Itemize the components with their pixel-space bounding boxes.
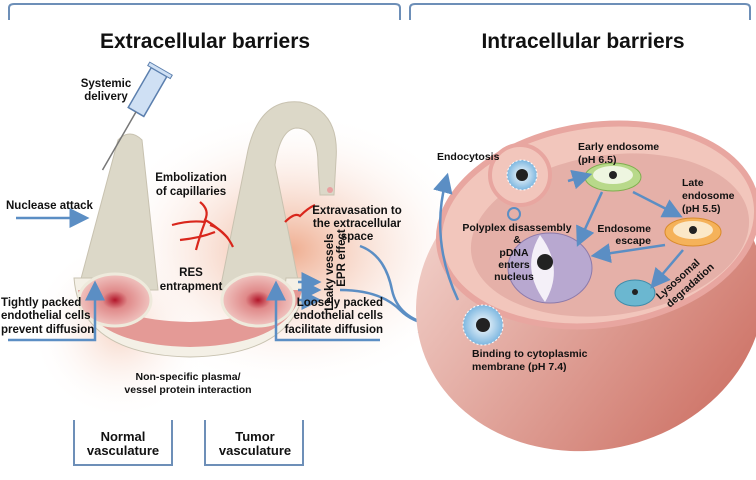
label-leaky-vessels: Leaky vessels: [324, 233, 336, 310]
label-extravasation-1: Extravasation to: [312, 205, 401, 217]
label-tumor-2: vasculature: [219, 443, 291, 458]
label-late-2: endosome: [682, 190, 735, 202]
extracellular-bracket: [8, 3, 401, 20]
syringe-icon: [101, 61, 173, 171]
label-late-1: Late: [682, 177, 704, 189]
label-polyplex-2: &: [513, 234, 521, 246]
vasculature-brackets: [73, 420, 304, 466]
label-normal-1: Normal: [101, 429, 146, 444]
tight-arrow: [8, 280, 105, 342]
arrows: [8, 208, 440, 342]
label-normal-2: vasculature: [87, 443, 159, 458]
label-escape-2: escape: [615, 235, 651, 247]
label-tightly-2: endothelial cells: [1, 310, 90, 322]
cell: [416, 120, 756, 452]
svg-text:delivery: delivery: [84, 91, 128, 103]
label-nonspecific-2: vessel protein interaction: [124, 384, 251, 396]
label-binding-2: membrane (pH 7.4): [472, 361, 567, 373]
capillaries-icon: [171, 201, 316, 251]
extracellular-title: Extracellular barriers: [100, 30, 310, 53]
label-systemic: Systemic: [81, 78, 132, 90]
labels: Systemic delivery Nuclease attack Emboli…: [1, 78, 735, 458]
label-polyplex-5: nucleus: [494, 271, 534, 283]
label-loosely-1: Loosely packed: [297, 297, 383, 309]
label-tumor-1: Tumor: [235, 429, 274, 444]
tumor-vessel-lumen: [220, 272, 296, 328]
label-extravasation-3: space: [341, 231, 374, 243]
label-early-1: Early endosome: [578, 141, 659, 153]
label-early-2: (pH 6.5): [578, 154, 617, 166]
label-nonspecific-1: Non-specific plasma/: [135, 371, 240, 383]
label-binding-1: Binding to cytoplasmic: [472, 348, 588, 360]
label-epr-effect: EPR effect: [336, 229, 348, 287]
label-embolization-1: Embolization: [155, 172, 227, 184]
label-polyplex-1: Polyplex disassembly: [462, 222, 571, 234]
label-polyplex-3: pDNA: [499, 247, 529, 259]
label-escape-1: Endosome: [597, 223, 651, 235]
intracellular-bracket: [409, 3, 751, 20]
label-extravasation-2: the extracellular: [313, 218, 402, 230]
label-nuclease-attack: Nuclease attack: [6, 200, 94, 212]
label-late-3: (pH 5.5): [682, 203, 721, 215]
label-delivery: delivery: [84, 91, 128, 103]
label-loosely-2: endothelial cells: [294, 310, 383, 322]
svg-text:Systemic: Systemic: [81, 78, 132, 90]
loose-arrow: [266, 280, 380, 342]
label-res-2: entrapment: [160, 281, 223, 293]
label-res-1: RES: [179, 267, 203, 279]
intracellular-title: Intracellular barriers: [481, 30, 684, 53]
label-tightly-1: Tightly packed: [1, 297, 81, 309]
intracellular-arrows: [433, 169, 684, 301]
label-endocytosis: Endocytosis: [437, 151, 500, 163]
label-loosely-3: facilitate diffusion: [285, 324, 383, 336]
label-polyplex-4: enters: [498, 259, 530, 271]
free-vesicle-icon: [507, 207, 521, 221]
label-embolization-2: of capillaries: [156, 186, 226, 198]
label-tightly-3: prevent diffusion: [1, 324, 94, 336]
